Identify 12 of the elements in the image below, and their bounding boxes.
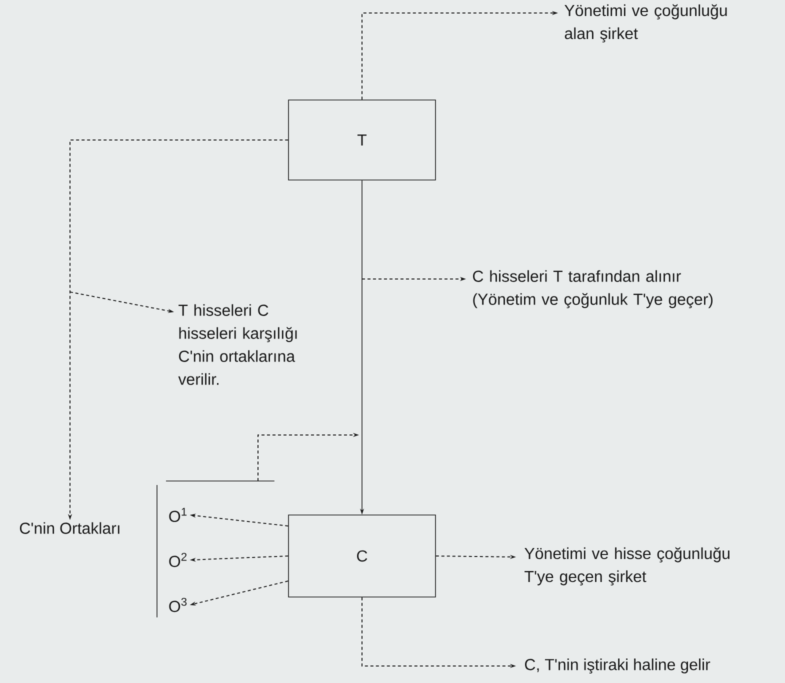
partner-label: O$^{1}$ [169,508,187,522]
process-box: T [288,100,436,180]
bracket [156,480,275,618]
partner-label: O$^{2}$ [169,552,187,568]
note-text: Yönetimi ve hisse çoğunluğu T'ye geçen şirket [524,547,730,586]
note-text: T hisseleri C hisseleri karşılığı C'nin ortaklarına verilir. [178,304,297,385]
note-text: C, T'nin iştiraki haline gelir [525,658,710,674]
process-box: C [288,514,436,598]
note-text: Yönetimi ve çoğunluğu alan şirket [564,4,727,42]
partner-label: O$^{3}$ [169,598,187,612]
note-text: C hisseleri T tarafından alınır (Yönetim ve çoğunluk T'ye geçer) [473,270,713,308]
group-label: C'nin Ortakları [20,522,120,534]
